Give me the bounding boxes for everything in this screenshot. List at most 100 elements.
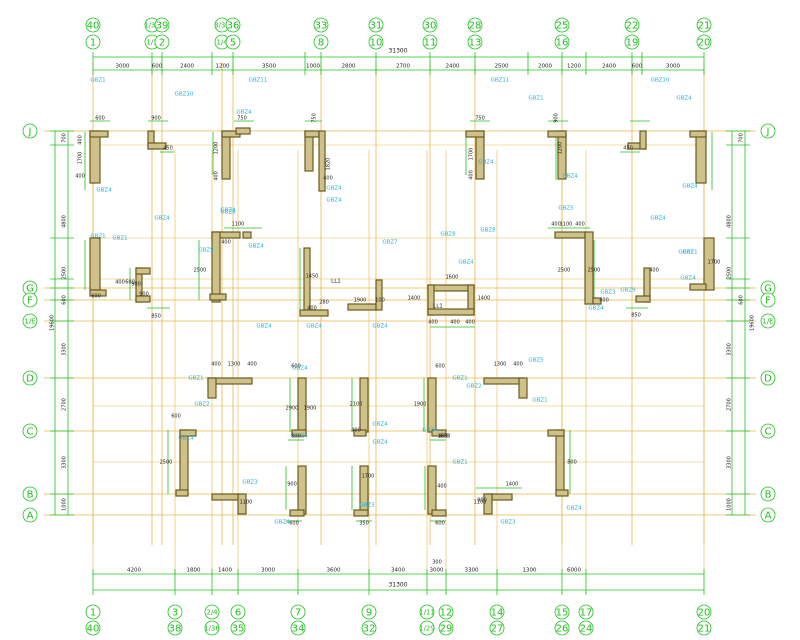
left-dim-text: 3300 <box>62 343 68 356</box>
wall-dim-text: 400 <box>247 362 257 368</box>
axis-bubble <box>368 17 384 33</box>
wall-label: GBZ4 <box>326 186 342 192</box>
axis-bubble <box>467 17 483 33</box>
shear-wall-segment <box>635 295 651 303</box>
row-axis-label: F <box>765 296 771 307</box>
top-axis-label-lower: 1/1 <box>146 39 157 47</box>
axis-bubble <box>361 604 377 620</box>
wall-dim-text: 1700 <box>362 474 375 480</box>
wall-label: LL1 <box>433 304 443 310</box>
top-dim-text: 2700 <box>396 64 410 70</box>
shear-wall-segment <box>427 377 437 433</box>
top-axis-label-upper: 21 <box>698 21 711 32</box>
wall-label: GBZ10 <box>651 78 670 84</box>
bottom-axis-label-upper: 20 <box>698 608 711 619</box>
row-axis-bubble <box>760 313 776 329</box>
row-axis-bubble <box>22 423 38 439</box>
axis-bubble <box>85 34 101 50</box>
wall-dim-text: 1450 <box>306 274 319 280</box>
shear-wall-segment <box>289 509 305 517</box>
wall-label: GBZ3 <box>359 503 375 509</box>
axis-bubble <box>696 620 712 636</box>
row-axis-label: C <box>27 427 34 438</box>
axis-bubble <box>225 17 241 33</box>
shear-wall-segment <box>89 237 101 291</box>
wall-dim-text: 800 <box>291 434 301 440</box>
wall-dim-text: 900 <box>131 282 141 288</box>
shear-wall-segment <box>235 127 251 135</box>
axis-bubble <box>554 604 570 620</box>
top-dim-text: 2400 <box>446 64 460 70</box>
wall-dim-text: 600 <box>171 414 181 420</box>
wall-label: LL1 <box>331 279 341 285</box>
wall-dim-text: 2500 <box>160 460 173 466</box>
shear-wall-segment <box>221 130 231 180</box>
shear-wall-segment <box>237 493 247 515</box>
left-dim-text: 700 <box>62 133 68 143</box>
left-dim-text: 1000 <box>62 498 68 511</box>
top-axis-label-lower: 5 <box>230 38 236 49</box>
shear-wall-segment <box>639 130 647 150</box>
row-axis-bubble <box>22 123 38 139</box>
wall-label: GBZ4 <box>588 306 604 312</box>
bottom-axis-label-lower: 40 <box>87 624 100 635</box>
shear-wall-segment <box>304 130 320 138</box>
wall-dim-text: 400 <box>75 174 85 180</box>
wall-label: GBZ4 <box>236 110 252 116</box>
shear-wall-segment <box>465 130 485 138</box>
shear-wall-segment <box>242 231 252 239</box>
wall-label: GBZ4 <box>154 216 170 222</box>
shear-wall-segment <box>175 489 189 497</box>
wall-label: GBZ1 <box>682 250 697 256</box>
right-dim-text: 3300 <box>727 343 733 356</box>
axis-bubble <box>419 604 435 620</box>
wall-label: GBZ4 <box>650 216 666 222</box>
row-axis-bubble <box>22 486 38 502</box>
wall-dim-text: 1100 <box>560 222 573 228</box>
row-axis-label: A <box>765 511 772 522</box>
top-dim-text: 2400 <box>180 64 194 70</box>
wall-label: GBZ11 <box>249 78 268 84</box>
top-axis-label-upper: 33 <box>315 21 328 32</box>
bottom-axis-label-upper: 7 <box>295 608 301 619</box>
wall-label: GBZ4 <box>676 96 692 102</box>
top-dim-text: 2000 <box>538 64 552 70</box>
wall-dim-text: 1400 <box>408 296 421 302</box>
left-dim-text: 19600 <box>50 315 56 331</box>
row-axis-bubble <box>22 292 38 308</box>
wall-label: GBZ1 <box>532 398 547 404</box>
wall-dim-text: 400 <box>551 222 561 228</box>
axis-bubble <box>438 604 454 620</box>
wall-dim-text: 400 <box>575 222 585 228</box>
wall-label: GBZ7 <box>382 240 398 246</box>
axis-bubble <box>167 604 183 620</box>
wall-label: GBZ2 <box>194 402 209 408</box>
wall-dim-text: 1900 <box>304 406 317 412</box>
shear-wall-segment <box>427 308 475 316</box>
bottom-axis-label-lower: 1/29 <box>419 625 435 633</box>
axis-bubble <box>85 620 101 636</box>
shear-wall-segment <box>353 429 367 437</box>
shear-wall-segment <box>89 130 109 138</box>
wall-label: GBZ4 <box>248 244 264 250</box>
shear-wall-segment <box>689 283 707 291</box>
wall-dim-text: 400 <box>513 362 523 368</box>
wall-label: GBZ1 <box>112 236 127 242</box>
wall-dim-text: 800 <box>567 460 577 466</box>
shear-walls <box>89 127 715 517</box>
wall-label: GBZ1 <box>678 250 693 256</box>
shear-wall-segment <box>695 130 707 184</box>
axis-bubble <box>696 17 712 33</box>
wall-dim-text: 800 <box>439 434 449 440</box>
top-axis-label-upper: 40 <box>87 21 100 32</box>
wall-label: GBZ4 <box>566 506 582 512</box>
top-axis-label-upper: 25 <box>556 21 569 32</box>
left-dim-text: 2500 <box>62 267 68 280</box>
right-dim-text: 600 <box>739 295 745 305</box>
wall-dim-text: 600 <box>289 521 299 527</box>
wall-dim-text: 1900 <box>414 402 427 408</box>
shear-wall-segment <box>207 377 217 399</box>
wall-dim-text: 1820 <box>326 158 332 171</box>
wall-dim-text: 2100 <box>350 402 363 408</box>
